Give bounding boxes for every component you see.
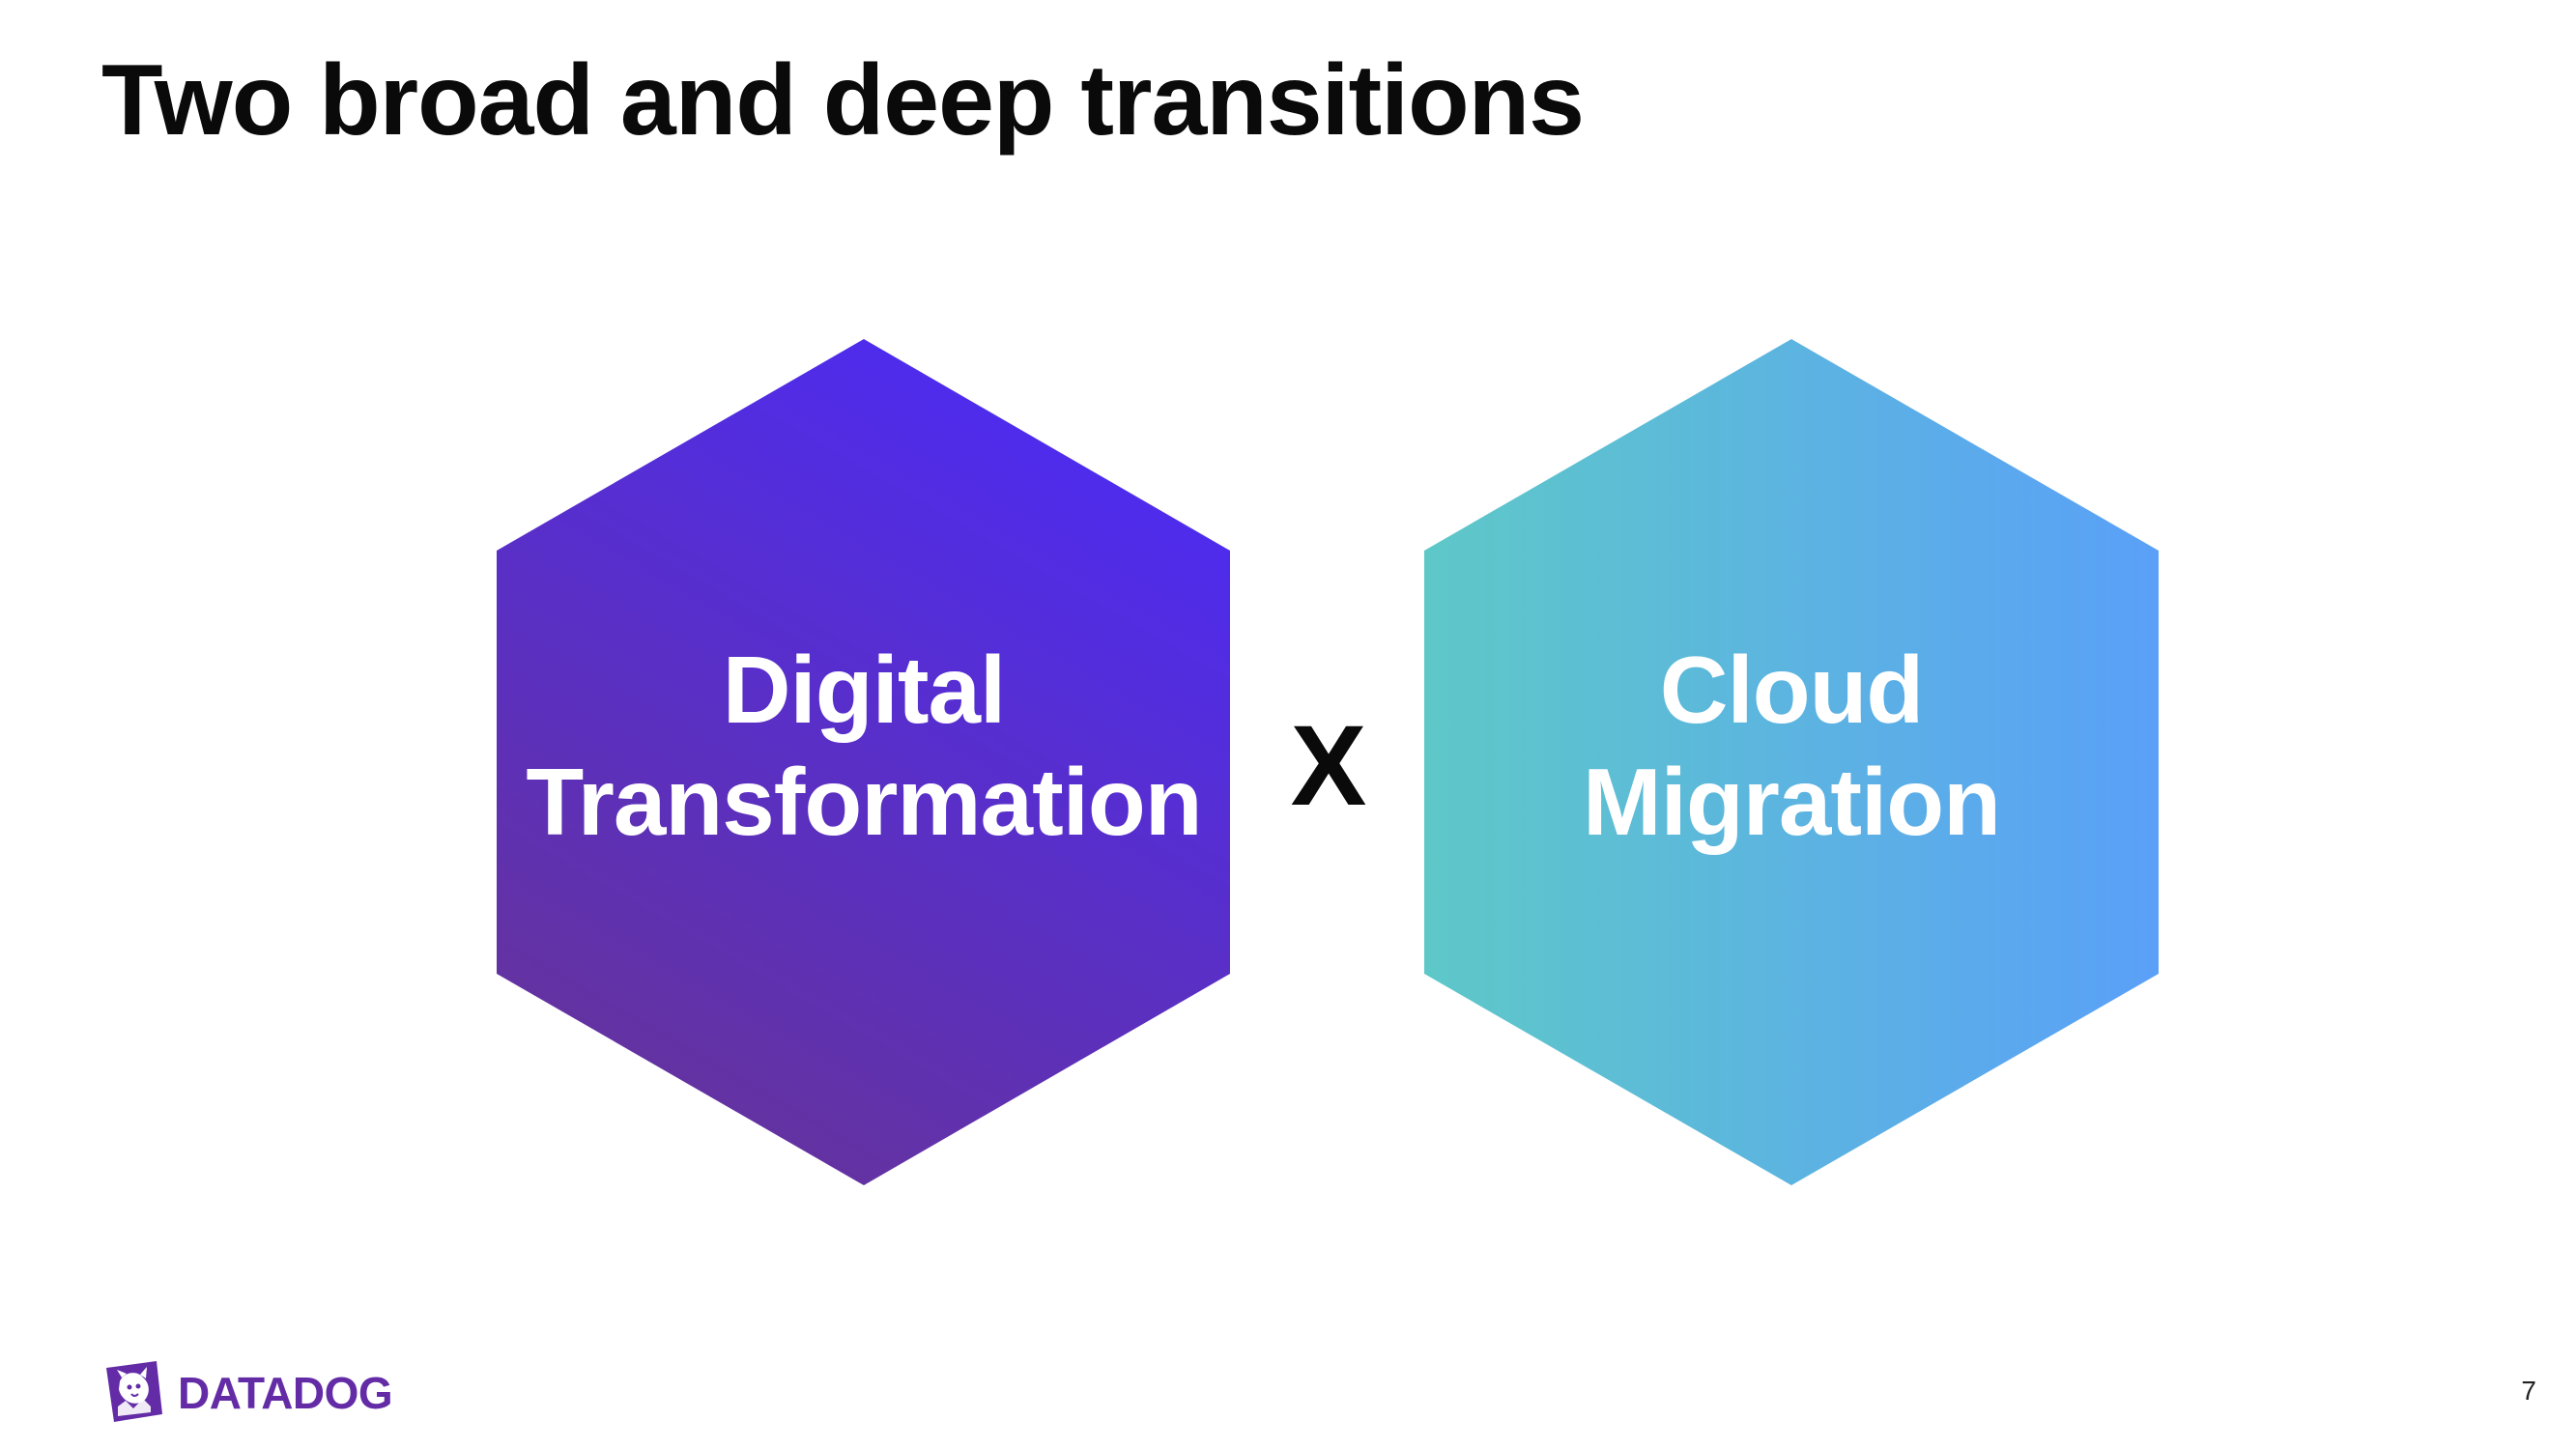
hexagon-left-line-1: Digital <box>722 637 1006 743</box>
datadog-logo: DATADOG <box>100 1356 393 1430</box>
hexagon-right-line-1: Cloud <box>1659 637 1925 743</box>
multiply-operator: X <box>1290 702 1367 830</box>
hexagon-left-line-2: Transformation <box>526 749 1202 855</box>
hexagon-right-label: Cloud Migration <box>1424 634 2159 858</box>
page-number: 7 <box>2521 1376 2536 1406</box>
slide-title: Two broad and deep transitions <box>101 44 1585 156</box>
hexagon-left-label: Digital Transformation <box>497 634 1231 858</box>
hexagon-digital-transformation <box>497 339 1230 1185</box>
hexagon-right-line-2: Migration <box>1583 749 2001 855</box>
datadog-wordmark: DATADOG <box>178 1368 393 1418</box>
hexagon-cloud-migration <box>1424 339 2159 1185</box>
datadog-dog-icon <box>106 1361 162 1422</box>
